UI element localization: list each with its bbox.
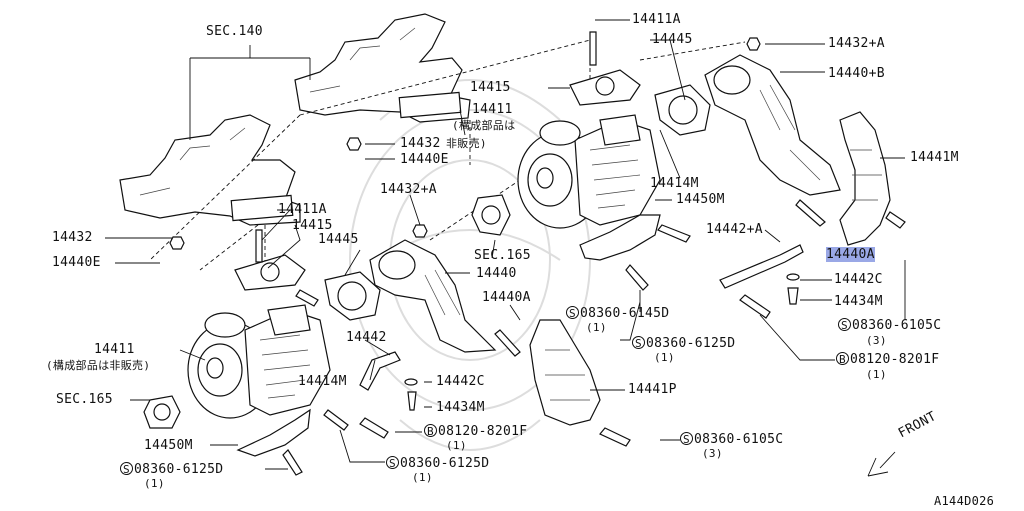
label-qty-6145d: (1) <box>586 321 607 334</box>
exhaust-elbow-right <box>704 54 841 196</box>
label-14440e-mid: 14440E <box>400 152 449 167</box>
brackets <box>359 244 804 391</box>
hardware <box>169 31 906 476</box>
label-14432-left: 14432 <box>52 230 93 245</box>
label-14442-mid: 14442 <box>346 330 387 345</box>
label-14434m-right: 14434M <box>834 294 883 309</box>
b-marker-icon: B <box>424 424 437 438</box>
label-14411-left-note: (構成部品は非販売) <box>46 359 151 372</box>
label-14442c-right: 14442C <box>834 272 883 287</box>
label-14432a-mid: 14432+A <box>380 182 437 197</box>
label-qty-6105c-bottom: (3) <box>702 447 723 460</box>
label-qty-6105c-right: (3) <box>866 334 887 347</box>
turbocharger-left <box>187 304 331 419</box>
heat-insulator-mid <box>529 319 601 426</box>
turbocharger-right <box>517 114 661 229</box>
label-qty-6125d-bottom: (1) <box>412 471 433 484</box>
label-qty-6125d-left: (1) <box>144 477 165 490</box>
label-14450m-left: 14450M <box>144 438 193 453</box>
label-14411-top: 14411 <box>472 102 513 117</box>
label-14434m-mid: 14434M <box>436 400 485 415</box>
label-14415-top: 14415 <box>470 80 511 95</box>
label-14414m-top: 14414M <box>650 176 699 191</box>
label-qty-8201f-mid: (1) <box>446 439 467 452</box>
label-sec165-mid: SEC.165 <box>474 248 531 263</box>
s-marker-icon: S <box>838 318 851 332</box>
label-14411a-mid: 14411A <box>278 202 327 217</box>
s-marker-icon: S <box>386 456 399 470</box>
label-sec165-left: SEC.165 <box>56 392 113 407</box>
leader-lines <box>105 19 906 470</box>
label-14411a-top: 14411A <box>632 12 681 27</box>
label-14415-mid: 14415 <box>292 218 333 233</box>
label-sec140: SEC.140 <box>206 24 263 39</box>
label-14432-mid: 14432 <box>400 136 441 151</box>
label-14445-top: 14445 <box>652 32 693 47</box>
label-14414m-left: 14414M <box>298 374 347 389</box>
exhaust-manifold-upper <box>294 13 471 123</box>
label-14411-top-note: (構成部品は <box>452 119 516 132</box>
diagram-code: A144D026 <box>934 494 995 508</box>
gaskets <box>143 69 711 429</box>
label-14440a-right[interactable]: 14440A <box>826 247 875 262</box>
front-arrow-icon <box>867 451 896 477</box>
label-14440e-left: 14440E <box>52 255 101 270</box>
s-marker-icon: S <box>680 432 693 446</box>
label-14445-mid: 14445 <box>318 232 359 247</box>
label-14441m: 14441M <box>910 150 959 165</box>
label-14441p: 14441P <box>628 382 677 397</box>
s-marker-icon: S <box>120 462 133 476</box>
heat-insulator-right <box>839 111 891 246</box>
exhaust-elbow-mid <box>369 239 497 353</box>
turbo-heat-shields <box>236 214 661 457</box>
label-14411-left: 14411 <box>94 342 135 357</box>
label-qty-6125d-mid: (1) <box>654 351 675 364</box>
s-marker-icon: S <box>566 306 579 320</box>
label-14440b: 14440+B <box>828 66 885 81</box>
exhaust-manifold-lower <box>119 114 301 226</box>
label-14450m-top: 14450M <box>676 192 725 207</box>
label-14432-mid-note: 非販売) <box>446 137 487 150</box>
sec140-bracket <box>189 45 311 140</box>
label-14432a-top: 14432+A <box>828 36 885 51</box>
label-14440-mid: 14440 <box>476 266 517 281</box>
label-14442c-mid: 14442C <box>436 374 485 389</box>
s-marker-icon: S <box>632 336 645 350</box>
b-marker-icon: B <box>836 352 849 366</box>
watermark-emblem <box>349 79 591 451</box>
label-14442a: 14442+A <box>706 222 763 237</box>
label-qty-8201f-right: (1) <box>866 368 887 381</box>
label-14440a-mid: 14440A <box>482 290 531 305</box>
